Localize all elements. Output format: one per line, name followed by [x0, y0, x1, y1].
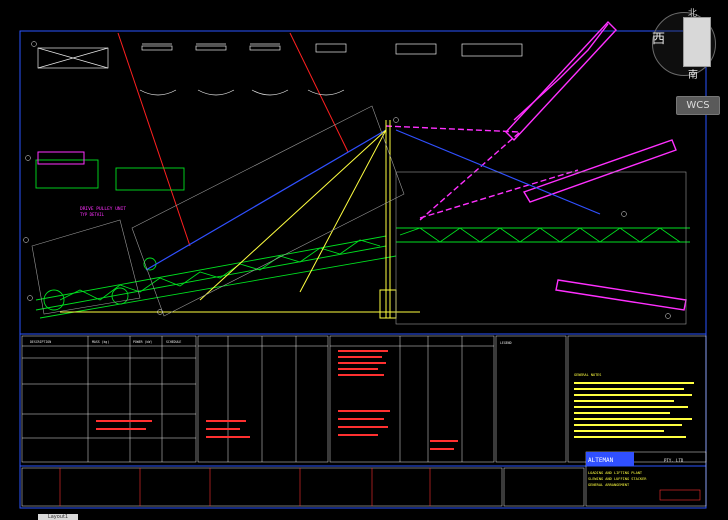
section-lines — [117, 32, 349, 247]
detail-callout: DRIVE PULLEY UNIT TYP DETAIL — [80, 206, 126, 217]
layout-tab[interactable]: Layout1 — [38, 514, 78, 520]
header-description: DESCRIPTION — [30, 340, 51, 344]
schedule-red-entries — [96, 350, 458, 450]
mast — [60, 120, 420, 319]
viewcube-south-label[interactable]: 南 — [688, 70, 698, 81]
title-line-3: GENERAL ARRANGEMENT — [588, 483, 630, 487]
legend-heading: LEGEND — [500, 341, 512, 345]
title-line-1: LOADING AND LIFTING PLANT — [588, 471, 643, 475]
schedule-tables — [21, 335, 707, 463]
boom-envelope — [31, 105, 687, 325]
notes-heading: GENERAL NOTES — [574, 373, 601, 377]
title-line-2: SLEWING AND LUFFING STACKER — [588, 477, 647, 481]
detail-sub: TYP DETAIL — [80, 212, 105, 217]
title-block: ALTEMAN PTY. LTD LOADING AND LIFTING PLA… — [21, 451, 707, 507]
schedule-headers: DESCRIPTION MASS (kg) POWER (kW) SCHEDUL… — [30, 340, 512, 345]
viewcube-face[interactable] — [683, 17, 711, 67]
viewcube-west-label[interactable]: 西 — [652, 32, 666, 47]
general-notes: GENERAL NOTES — [574, 373, 694, 438]
wcs-button[interactable]: WCS — [676, 96, 720, 115]
company-suffix: PTY. LTD — [664, 458, 684, 463]
detail-label: DRIVE PULLEY UNIT — [80, 206, 126, 212]
header-power: POWER (kW) — [133, 340, 152, 344]
header-mass: MASS (kg) — [92, 340, 109, 344]
header-schedule: SCHEDULE — [166, 340, 181, 344]
top-details — [37, 43, 523, 96]
tie-lines — [145, 129, 601, 271]
viewcube-north-label[interactable]: 北 — [688, 9, 698, 19]
company-name: ALTEMAN — [588, 457, 614, 464]
viewcube[interactable]: 西 北 南 — [640, 4, 728, 92]
stacker-booms — [37, 20, 687, 311]
balloon-markers — [23, 41, 671, 319]
conveyor-structure — [35, 159, 690, 319]
